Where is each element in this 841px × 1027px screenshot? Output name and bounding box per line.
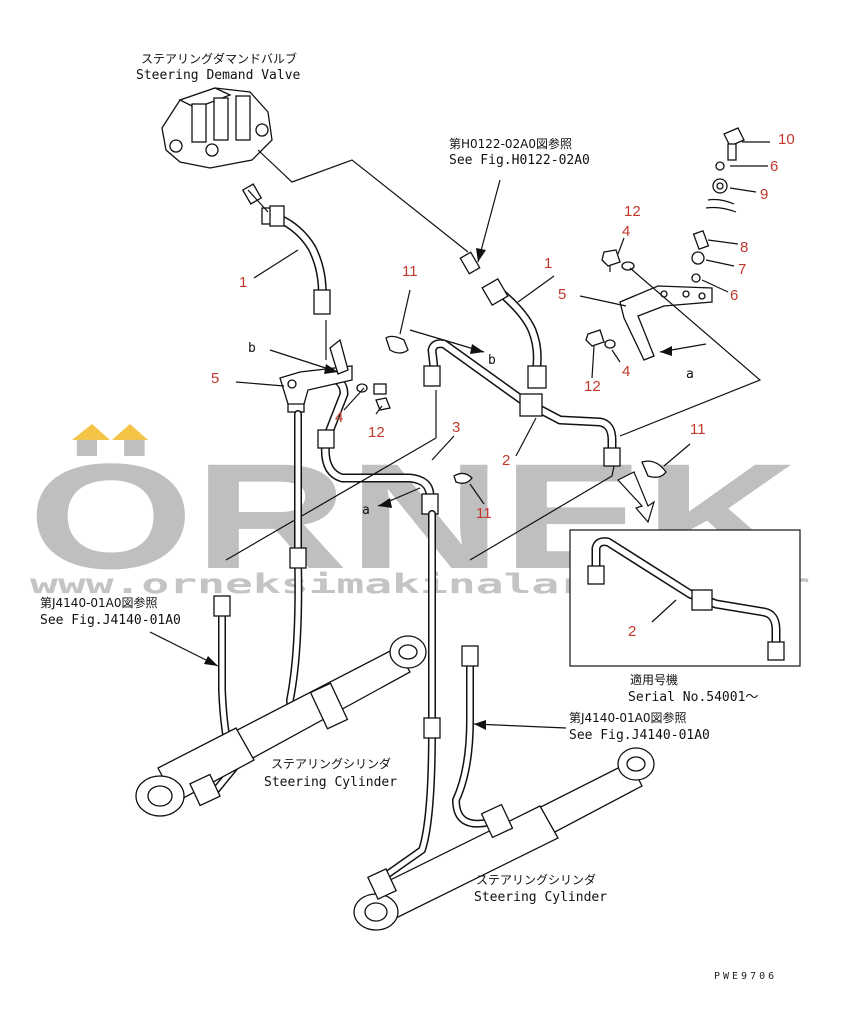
cyl-right-label-en: Steering Cylinder bbox=[474, 890, 607, 905]
view-letter-b-right: b bbox=[488, 353, 496, 368]
washer-6-bottom bbox=[691, 273, 701, 283]
part-number-5-right: 5 bbox=[558, 286, 566, 303]
ref-j-right-label-en: See Fig.J4140-01A0 bbox=[569, 728, 710, 743]
arrow-a-right-icon bbox=[659, 343, 707, 356]
ref-arrow-j-right-icon bbox=[473, 720, 567, 730]
ref-h-label-jp: 第H0122-02A0図参照 bbox=[449, 136, 572, 151]
view-letter-b-left: b bbox=[248, 341, 256, 356]
nut-12-left bbox=[373, 383, 391, 411]
arrow-a-bottom-icon bbox=[377, 487, 421, 508]
ref-arrow-j-left-icon bbox=[149, 631, 219, 667]
ref-line-left-a bbox=[225, 437, 437, 561]
nut-12-right-bottom bbox=[585, 329, 605, 347]
clamp-11-right bbox=[641, 460, 667, 478]
tube-2-main bbox=[423, 339, 621, 467]
ref-j-left-label-en: See Fig.J4140-01A0 bbox=[40, 613, 181, 628]
part-number-9: 9 bbox=[760, 186, 768, 203]
part-number-11-top: 11 bbox=[402, 263, 418, 280]
serial-label-jp: 適用号機 bbox=[630, 672, 678, 687]
bracket-5-left bbox=[279, 338, 353, 405]
part-number-1-left: 1 bbox=[239, 274, 247, 291]
part-number-3: 3 bbox=[452, 419, 460, 436]
part-number-4-left: 4 bbox=[335, 409, 343, 426]
steering-cylinder-right bbox=[353, 747, 655, 931]
part-number-11-bottom: 11 bbox=[476, 505, 492, 522]
serial-inset bbox=[569, 529, 801, 667]
part-leader-lines bbox=[235, 141, 770, 623]
hose-right bbox=[451, 645, 494, 828]
cyl-left-label-jp: ステアリングシリンダ bbox=[271, 756, 391, 771]
arrow-b-right-icon bbox=[409, 329, 485, 354]
washer-6-top bbox=[715, 161, 725, 171]
watermark: ÖRNEK www.orneksimakinalari.com.tr bbox=[28, 424, 810, 600]
part-number-12-left: 12 bbox=[368, 424, 385, 441]
arrow-b-left-icon bbox=[269, 349, 339, 374]
clamp-11-top bbox=[385, 335, 409, 354]
washer-4-right-top bbox=[621, 261, 635, 271]
washer-4-left bbox=[356, 383, 368, 393]
bolt-10 bbox=[723, 127, 745, 161]
part-number-4-right-top: 4 bbox=[622, 223, 630, 240]
part-number-8: 8 bbox=[740, 239, 748, 256]
nut-12-right-top bbox=[601, 249, 621, 267]
valve-label-en: Steering Demand Valve bbox=[136, 68, 301, 83]
part-number-1-right: 1 bbox=[544, 255, 552, 272]
part-number-4-right-bottom: 4 bbox=[622, 363, 630, 380]
view-arrow-down-icon bbox=[617, 471, 656, 524]
ref-j-left-label-jp: 第J4140-01A0図参照 bbox=[40, 595, 158, 610]
watermark-umlaut-left bbox=[72, 424, 110, 440]
part-number-2-inset: 2 bbox=[628, 623, 636, 640]
watermark-umlaut-right bbox=[112, 424, 148, 440]
part-number-10: 10 bbox=[778, 131, 795, 148]
clamp-11-bottom bbox=[453, 472, 473, 484]
steering-demand-valve bbox=[161, 87, 277, 225]
part-number-11-right: 11 bbox=[690, 421, 706, 438]
part-number-2-main: 2 bbox=[502, 452, 510, 469]
part-number-12-right-top: 12 bbox=[624, 203, 641, 220]
part-number-5-left: 5 bbox=[211, 370, 219, 387]
ref-line-right-a bbox=[469, 465, 615, 561]
washer-4-right-bottom bbox=[604, 339, 616, 349]
bracket-5-right bbox=[619, 285, 713, 361]
ref-j-right-label-jp: 第J4140-01A0図参照 bbox=[569, 710, 687, 725]
washer-7 bbox=[691, 251, 705, 265]
collar-8 bbox=[692, 229, 710, 251]
cyl-right-label-jp: ステアリングシリンダ bbox=[476, 872, 596, 887]
cyl-left-label-en: Steering Cylinder bbox=[264, 775, 397, 790]
view-letter-a-right: a bbox=[686, 367, 694, 382]
view-letter-a-bottom: a bbox=[362, 503, 370, 518]
valve-label-jp: ステアリングダマンドバルブ bbox=[141, 51, 297, 66]
hose-center bbox=[384, 510, 441, 878]
part-number-6-top: 6 bbox=[770, 158, 778, 175]
part-number-12-right-bottom: 12 bbox=[584, 378, 601, 395]
valve-fitting-line bbox=[247, 189, 269, 213]
spacer-9-hole bbox=[716, 182, 724, 190]
break-mark bbox=[705, 198, 737, 213]
serial-label-en: Serial No.54001～ bbox=[628, 690, 758, 705]
tube-1-right bbox=[459, 251, 547, 389]
ref-arrow-h-icon bbox=[476, 179, 501, 263]
drawing-code: PWE9706 bbox=[714, 971, 777, 982]
tube-1-left bbox=[269, 205, 331, 315]
part-number-6-bottom: 6 bbox=[730, 287, 738, 304]
steering-cylinder-left bbox=[135, 635, 427, 817]
ref-h-label-en: See Fig.H0122-02A0 bbox=[449, 153, 590, 168]
assembly-line-right bbox=[619, 267, 762, 437]
part-number-7: 7 bbox=[738, 261, 746, 278]
valve-leader-line bbox=[257, 149, 469, 253]
